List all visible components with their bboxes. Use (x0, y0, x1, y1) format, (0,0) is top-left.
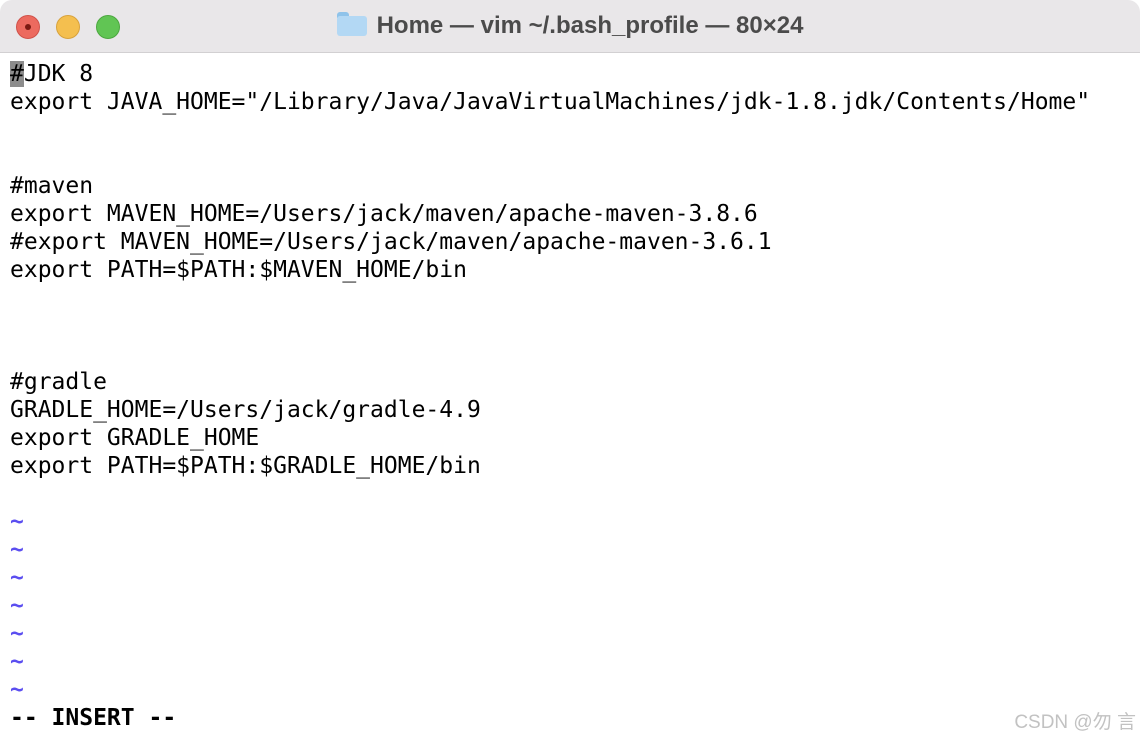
buffer-line (10, 312, 1090, 340)
buffer-line: export JAVA_HOME="/Library/Java/JavaVirt… (10, 89, 1091, 115)
empty-line-tilde: ~ (10, 565, 24, 591)
text-cursor: # (10, 61, 24, 87)
window-title: Home — vim ~/.bash_profile — 80×24 (0, 12, 1140, 40)
minimize-button[interactable] (56, 15, 80, 39)
buffer-line: #JDK 8 (10, 60, 1090, 88)
buffer-line (10, 116, 1090, 144)
maximize-button[interactable] (96, 15, 120, 39)
buffer-line (10, 480, 1090, 508)
buffer-line: export PATH=$PATH:$GRADLE_HOME/bin (10, 453, 481, 479)
watermark: CSDN @勿 言 (1014, 712, 1136, 733)
buffer-line: export GRADLE_HOME (10, 425, 260, 451)
buffer-line (10, 340, 1090, 368)
empty-line-tilde: ~ (10, 593, 24, 619)
vim-buffer[interactable]: #JDK 8 export JAVA_HOME="/Library/Java/J… (10, 60, 1090, 732)
empty-line-tilde: ~ (10, 537, 24, 563)
empty-line-tilde: ~ (10, 621, 24, 647)
buffer-line: #maven (10, 173, 94, 199)
close-button[interactable] (16, 15, 40, 39)
buffer-line: #gradle (10, 369, 107, 395)
empty-line-tilde: ~ (10, 677, 24, 703)
mode-indicator: -- INSERT -- (10, 705, 177, 731)
buffer-line: #export MAVEN_HOME=/Users/jack/maven/apa… (10, 229, 772, 255)
empty-line-tilde: ~ (10, 509, 24, 535)
folder-icon (336, 12, 367, 36)
empty-line-tilde: ~ (10, 649, 24, 675)
buffer-line: export MAVEN_HOME=/Users/jack/maven/apac… (10, 201, 758, 227)
buffer-line: GRADLE_HOME=/Users/jack/gradle-4.9 (10, 397, 481, 423)
buffer-line (10, 284, 1090, 312)
buffer-line (10, 144, 1090, 172)
buffer-line: export PATH=$PATH:$MAVEN_HOME/bin (10, 257, 467, 283)
line-text: JDK 8 (23, 61, 94, 87)
title-bar[interactable]: Home — vim ~/.bash_profile — 80×24 (0, 0, 1140, 53)
window-title-text: Home — vim ~/.bash_profile — 80×24 (376, 12, 804, 39)
